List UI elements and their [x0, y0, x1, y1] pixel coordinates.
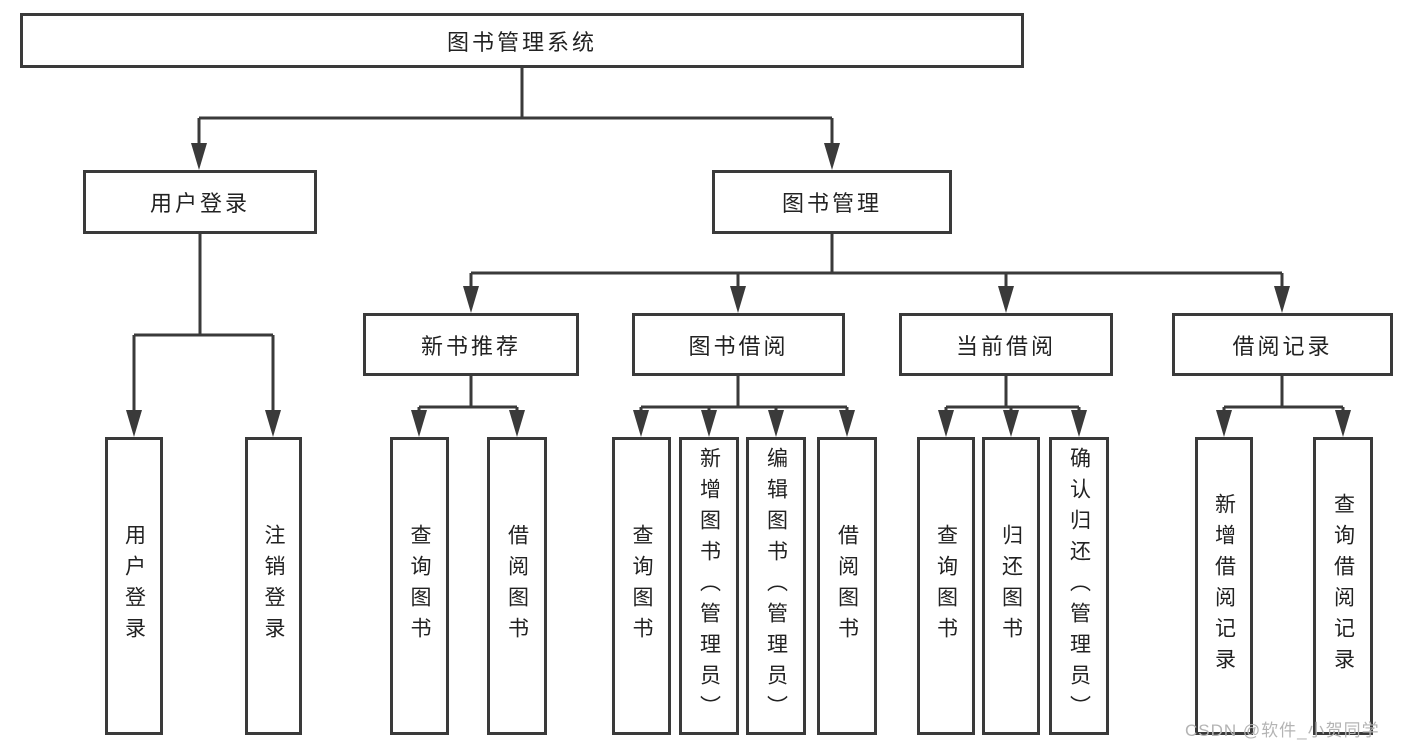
node-book-borrow-label: 图书借阅: [688, 333, 789, 359]
node-book-mgmt-label: 图书管理: [781, 191, 882, 216]
leaf-label: 新增图书（管理员）: [697, 446, 721, 726]
leaf-label: 确认归还（管理员）: [1067, 446, 1091, 726]
leaf-borrow-add-admin: 新增图书（管理员）: [679, 437, 739, 735]
leaf-borrow-book: 借阅图书: [817, 437, 877, 735]
leaf-current-return: 归还图书: [982, 437, 1040, 735]
node-root-label: 图书管理系统: [446, 29, 597, 55]
node-new-books: 新书推荐: [363, 313, 579, 376]
leaf-borrow-edit-admin: 编辑图书（管理员）: [746, 437, 806, 735]
leaf-records-add: 新增借阅记录: [1195, 437, 1253, 735]
leaf-current-query: 查询图书: [917, 437, 975, 735]
leaf-label: 编辑图书（管理员）: [764, 446, 788, 726]
node-borrow-records: 借阅记录: [1172, 313, 1393, 376]
csdn-watermark: CSDN @软件_小贺同学: [1185, 721, 1380, 740]
leaf-label: 用户登录: [122, 524, 146, 648]
node-new-books-label: 新书推荐: [420, 333, 521, 359]
leaf-current-confirm-admin: 确认归还（管理员）: [1049, 437, 1109, 735]
leaf-records-query: 查询借阅记录: [1313, 437, 1373, 735]
leaf-user-logout: 注销登录: [245, 437, 302, 735]
leaf-label: 查询图书: [408, 524, 431, 648]
node-current-borrow: 当前借阅: [899, 313, 1113, 376]
node-book-mgmt: 图书管理: [712, 170, 952, 234]
node-user-login-label: 用户登录: [149, 191, 250, 216]
node-book-borrow: 图书借阅: [632, 313, 845, 376]
leaf-label: 归还图书: [999, 524, 1023, 648]
leaf-label: 借阅图书: [835, 524, 859, 648]
leaf-label: 注销登录: [262, 524, 285, 648]
leaf-label: 查询图书: [630, 524, 653, 648]
leaf-newbooks-query: 查询图书: [390, 437, 449, 735]
node-user-login: 用户登录: [83, 170, 317, 234]
node-borrow-records-label: 借阅记录: [1232, 333, 1333, 359]
leaf-borrow-query: 查询图书: [612, 437, 671, 735]
node-current-borrow-label: 当前借阅: [955, 333, 1056, 359]
leaf-label: 查询图书: [934, 524, 958, 648]
leaf-newbooks-borrow: 借阅图书: [487, 437, 547, 735]
leaf-label: 借阅图书: [505, 524, 529, 648]
node-root: 图书管理系统: [20, 13, 1024, 68]
leaf-user-login-query: 用户登录: [105, 437, 163, 735]
leaf-label: 查询借阅记录: [1331, 493, 1355, 679]
leaf-label: 新增借阅记录: [1212, 493, 1236, 679]
